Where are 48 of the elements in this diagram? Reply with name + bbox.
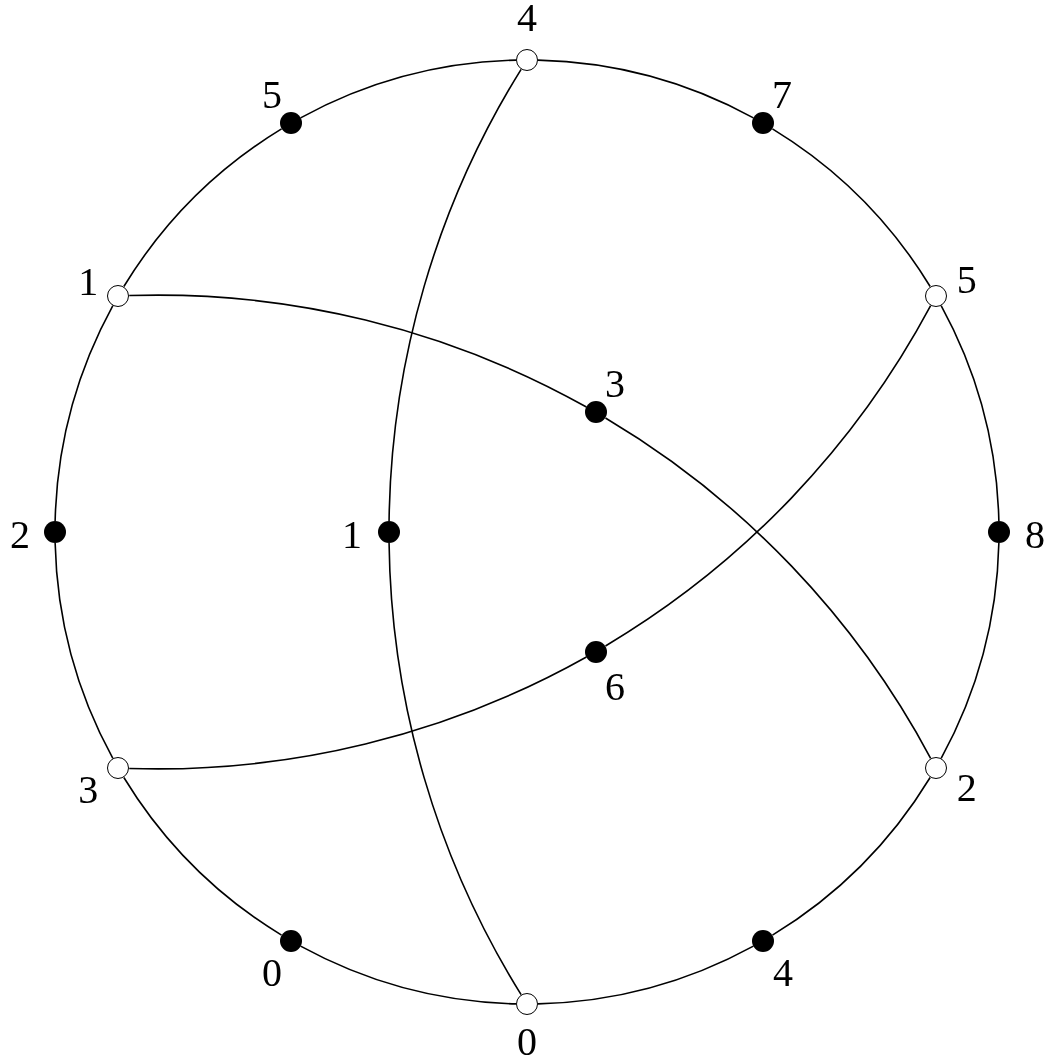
arc-line [54, 542, 114, 760]
vertex-label: 0 [517, 1022, 537, 1062]
vertex-label: 2 [956, 768, 977, 808]
vertex-label: 0 [262, 952, 282, 993]
arc-line [299, 59, 517, 119]
vertex-label: 6 [605, 666, 625, 707]
hollow-vertex [516, 49, 538, 71]
arc-line [604, 304, 932, 647]
filled-vertex [988, 521, 1010, 543]
vertex-label: 7 [772, 75, 792, 116]
arc-line [771, 128, 931, 288]
filled-vertex [378, 521, 400, 543]
arc-line [940, 304, 1000, 522]
vertex-label: 5 [262, 75, 282, 116]
arc-line [771, 776, 931, 936]
hollow-vertex [107, 757, 130, 779]
hollow-vertex [516, 993, 538, 1015]
filled-vertex [752, 112, 774, 135]
vertex-label: 5 [956, 260, 977, 300]
arc-line [123, 776, 283, 936]
arc-line [299, 945, 517, 1005]
arc-line [123, 128, 283, 288]
vertex-label: 8 [1025, 515, 1045, 555]
arc-line [537, 59, 755, 119]
vertex-label: 2 [10, 515, 30, 555]
filled-vertex [280, 112, 302, 135]
arc-line [388, 68, 522, 522]
vertex-label: 4 [773, 952, 793, 993]
arc-line [128, 294, 588, 408]
filled-vertex [752, 929, 774, 952]
arc-line [604, 417, 932, 760]
arc-line [940, 542, 1000, 760]
filled-vertex [585, 401, 607, 424]
filled-vertex [585, 640, 607, 663]
hollow-vertex [924, 285, 947, 307]
arc-line [128, 656, 588, 770]
vertex-label: 1 [78, 262, 99, 302]
vertex-label: 3 [78, 770, 99, 810]
hollow-vertex [924, 757, 947, 779]
hollow-vertex [107, 285, 130, 307]
vertex-label: 1 [342, 515, 362, 555]
arc-line [537, 945, 755, 1005]
filled-vertex [44, 521, 66, 543]
filled-vertex [280, 929, 302, 952]
vertex-label: 3 [605, 364, 625, 405]
arc-line [54, 304, 114, 522]
arc-line [388, 542, 522, 996]
vertex-label: 4 [517, 0, 537, 38]
